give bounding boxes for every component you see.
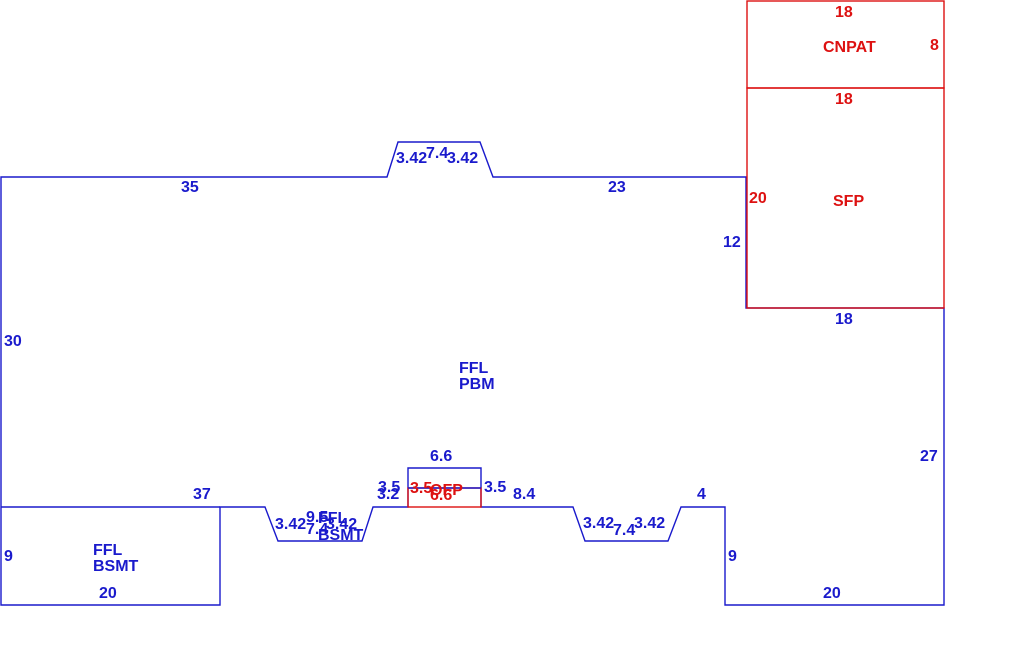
dim-ofp-top: 6.6	[430, 448, 452, 465]
dim-cnpat-side: 8	[930, 37, 939, 54]
dim-main-bottom-mid: 8.4	[513, 486, 535, 503]
dim-sfp-top: 18	[835, 91, 853, 108]
dim-ofp-red-bottom: 6.6	[430, 487, 452, 504]
open-porch-label: OFP	[430, 482, 463, 499]
basement-left-type: BSMT	[93, 558, 139, 575]
dim-ofp-step-left: 3.2	[377, 486, 399, 503]
main-area-code: FFL	[459, 360, 489, 377]
dim-main-top-right: 23	[608, 179, 626, 196]
dim-sfp-bottom: 18	[835, 311, 853, 328]
screened-porch-label: SFP	[833, 193, 864, 210]
dim-center-bay-side-left: 3.42	[275, 516, 306, 533]
basement-center-type: BSMT	[318, 527, 364, 544]
basement-center-code: FFL	[318, 510, 348, 527]
canopy-patio-label: CNPAT	[823, 39, 876, 56]
dim-cnpat-top: 18	[835, 4, 853, 21]
dim-bsmt-right-side: 9	[728, 548, 737, 565]
dim-right-bay-width: 7.4	[613, 522, 635, 539]
dim-sfp-side: 20	[749, 190, 767, 207]
dim-ofp-left: 3.5	[378, 479, 400, 496]
dim-top-bay-side-left: 3.42	[396, 150, 427, 167]
main-area-outline	[0, 141, 945, 606]
dim-bsmt-right-bottom: 20	[823, 585, 841, 602]
dim-main-right-lower: 27	[920, 448, 938, 465]
dim-top-bay-width: 7.4	[426, 145, 448, 162]
dim-bsmt-left-bottom: 20	[99, 585, 117, 602]
dim-main-bottom-left: 37	[193, 486, 211, 503]
dim-right-bay-side-left: 3.42	[583, 515, 614, 532]
dim-center-bay-overlap: 9.5	[306, 509, 328, 526]
dim-ofp-red-left: 3.5	[410, 480, 432, 497]
dim-right-bay-side-right: 3.42	[634, 515, 665, 532]
dim-ofp-right: 3.5	[484, 479, 506, 496]
basement-left-code: FFL	[93, 542, 123, 559]
dim-bsmt-left-side: 9	[4, 548, 13, 565]
dim-center-bay-side-right: 3.42	[326, 516, 357, 533]
main-area-type: PBM	[459, 376, 495, 393]
dim-center-bay-width: 7.4	[306, 521, 328, 538]
dim-main-right-upper: 12	[723, 234, 741, 251]
dim-main-bottom-right-step: 4	[697, 486, 706, 503]
dim-main-top-left: 35	[181, 179, 199, 196]
dim-main-left: 30	[4, 333, 22, 350]
screened-porch-outline	[746, 87, 945, 309]
dim-top-bay-side-right: 3.42	[447, 150, 478, 167]
